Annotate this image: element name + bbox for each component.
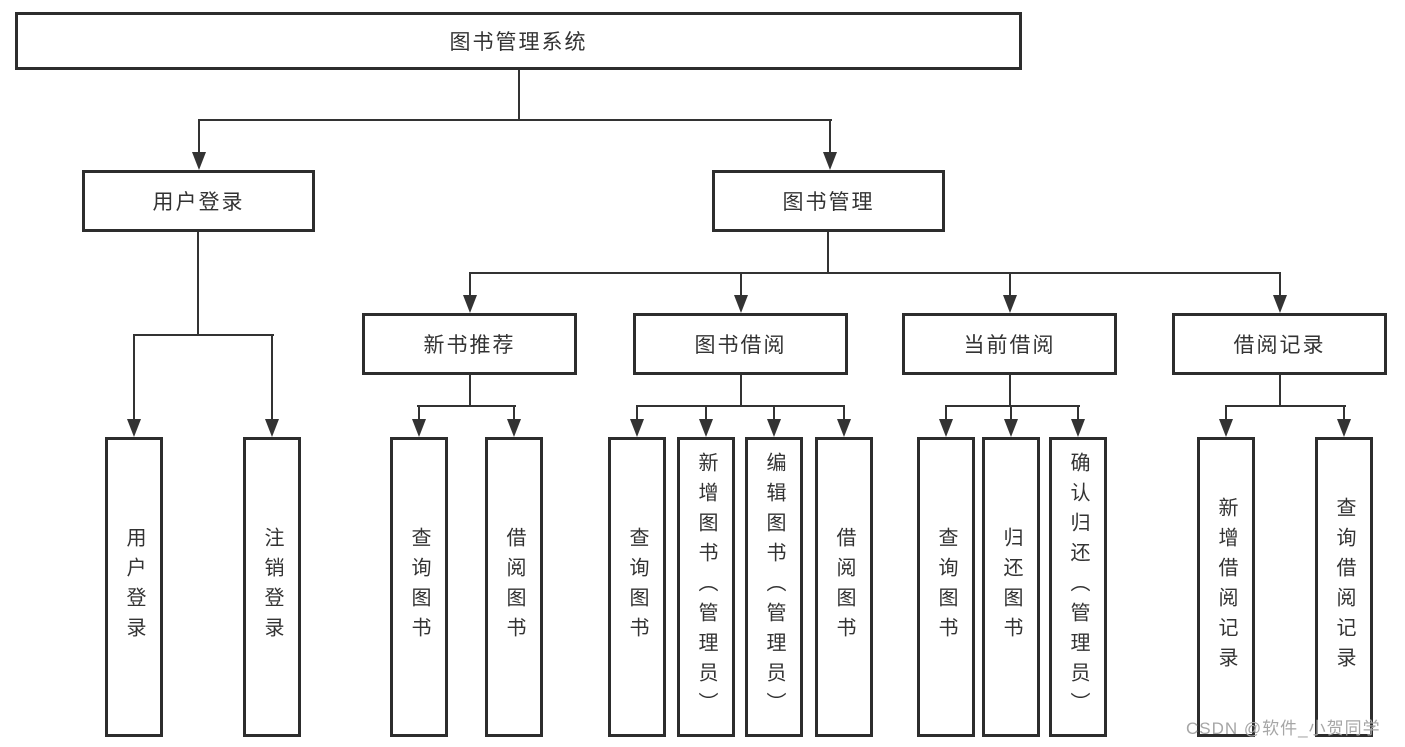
leaf-edit-book-admin-label: 编辑图书（管理员）	[763, 452, 785, 722]
box-system-label: 图书管理系统	[449, 31, 588, 54]
box-current-borrow-label: 当前借阅	[963, 334, 1056, 357]
connector-drop	[1225, 407, 1227, 419]
connector-stem	[740, 375, 742, 407]
connector-drop	[773, 407, 775, 419]
connector-drop	[636, 407, 638, 419]
connector-drop	[513, 407, 515, 419]
leaf-borrow-books-label: 借阅图书	[833, 527, 855, 647]
leaf-confirm-return-admin: 确认归还（管理员）	[1049, 437, 1107, 737]
connector-drop	[1009, 274, 1011, 295]
connector-drop	[133, 336, 135, 419]
arrow-down-icon	[767, 419, 781, 437]
connector-drop	[1010, 407, 1012, 419]
leaf-user-login-label: 用户登录	[123, 527, 145, 647]
connector-stem	[827, 232, 829, 274]
arrow-down-icon	[412, 419, 426, 437]
connector-drop	[843, 407, 845, 419]
arrow-down-icon	[192, 152, 206, 170]
arrow-down-icon	[939, 419, 953, 437]
connector-stem	[197, 232, 199, 336]
box-system: 图书管理系统	[15, 12, 1022, 70]
leaf-add-borrow-record-label: 新增借阅记录	[1215, 497, 1237, 677]
connector-bar	[417, 405, 516, 407]
leaf-user-login: 用户登录	[105, 437, 163, 737]
connector-drop	[829, 121, 831, 154]
connector-drop	[945, 407, 947, 419]
leaf-return-book-label: 归还图书	[1000, 527, 1022, 647]
box-book-management-label: 图书管理	[782, 191, 875, 214]
box-new-book-recommend: 新书推荐	[362, 313, 577, 375]
box-borrow-records: 借阅记录	[1172, 313, 1387, 375]
leaf-logout-label: 注销登录	[261, 527, 283, 647]
leaf-query-books-recommend: 查询图书	[390, 437, 448, 737]
csdn-watermark: CSDN @软件_小贺同学	[1186, 719, 1381, 738]
connector-stem	[518, 70, 520, 121]
box-current-borrow: 当前借阅	[902, 313, 1117, 375]
connector-bar	[469, 272, 1281, 274]
leaf-query-books-recommend-label: 查询图书	[408, 527, 430, 647]
leaf-borrow-books: 借阅图书	[815, 437, 873, 737]
leaf-return-book: 归还图书	[982, 437, 1040, 737]
connector-stem	[469, 375, 471, 407]
connector-stem	[1279, 375, 1281, 407]
connector-drop	[1077, 407, 1079, 419]
connector-bar	[198, 119, 832, 121]
arrow-down-icon	[630, 419, 644, 437]
arrow-down-icon	[734, 295, 748, 313]
connector-drop	[198, 121, 200, 154]
connector-drop	[1343, 407, 1345, 419]
arrow-down-icon	[823, 152, 837, 170]
connector-drop	[271, 336, 273, 419]
connector-drop	[705, 407, 707, 419]
arrow-down-icon	[1219, 419, 1233, 437]
arrow-down-icon	[463, 295, 477, 313]
leaf-edit-book-admin: 编辑图书（管理员）	[745, 437, 803, 737]
connector-drop	[469, 274, 471, 295]
leaf-query-books-borrow: 查询图书	[608, 437, 666, 737]
box-book-borrow: 图书借阅	[633, 313, 848, 375]
arrow-down-icon	[507, 419, 521, 437]
arrow-down-icon	[1004, 419, 1018, 437]
leaf-query-borrow-record: 查询借阅记录	[1315, 437, 1373, 737]
connector-bar	[133, 334, 274, 336]
connector-bar	[636, 405, 845, 407]
leaf-add-borrow-record: 新增借阅记录	[1197, 437, 1255, 737]
arrow-down-icon	[265, 419, 279, 437]
box-user-login-label: 用户登录	[152, 191, 245, 214]
arrow-down-icon	[1071, 419, 1085, 437]
box-user-login: 用户登录	[82, 170, 315, 232]
leaf-add-book-admin-label: 新增图书（管理员）	[695, 452, 717, 722]
arrow-down-icon	[699, 419, 713, 437]
connector-drop	[740, 274, 742, 295]
connector-bar	[1225, 405, 1346, 407]
arrow-down-icon	[1003, 295, 1017, 313]
box-book-management: 图书管理	[712, 170, 945, 232]
connector-drop	[418, 407, 420, 419]
leaf-borrow-books-recommend-label: 借阅图书	[503, 527, 525, 647]
box-new-book-recommend-label: 新书推荐	[423, 334, 516, 357]
arrow-down-icon	[127, 419, 141, 437]
leaf-query-books-borrow-label: 查询图书	[626, 527, 648, 647]
arrow-down-icon	[1337, 419, 1351, 437]
connector-stem	[1009, 375, 1011, 407]
leaf-query-books-current-label: 查询图书	[935, 527, 957, 647]
leaf-add-book-admin: 新增图书（管理员）	[677, 437, 735, 737]
connector-bar	[945, 405, 1080, 407]
box-borrow-records-label: 借阅记录	[1233, 334, 1326, 357]
leaf-logout: 注销登录	[243, 437, 301, 737]
leaf-confirm-return-admin-label: 确认归还（管理员）	[1067, 452, 1089, 722]
arrow-down-icon	[1273, 295, 1287, 313]
arrow-down-icon	[837, 419, 851, 437]
leaf-query-books-current: 查询图书	[917, 437, 975, 737]
leaf-borrow-books-recommend: 借阅图书	[485, 437, 543, 737]
connector-drop	[1279, 274, 1281, 295]
box-book-borrow-label: 图书借阅	[694, 334, 787, 357]
leaf-query-borrow-record-label: 查询借阅记录	[1333, 497, 1355, 677]
